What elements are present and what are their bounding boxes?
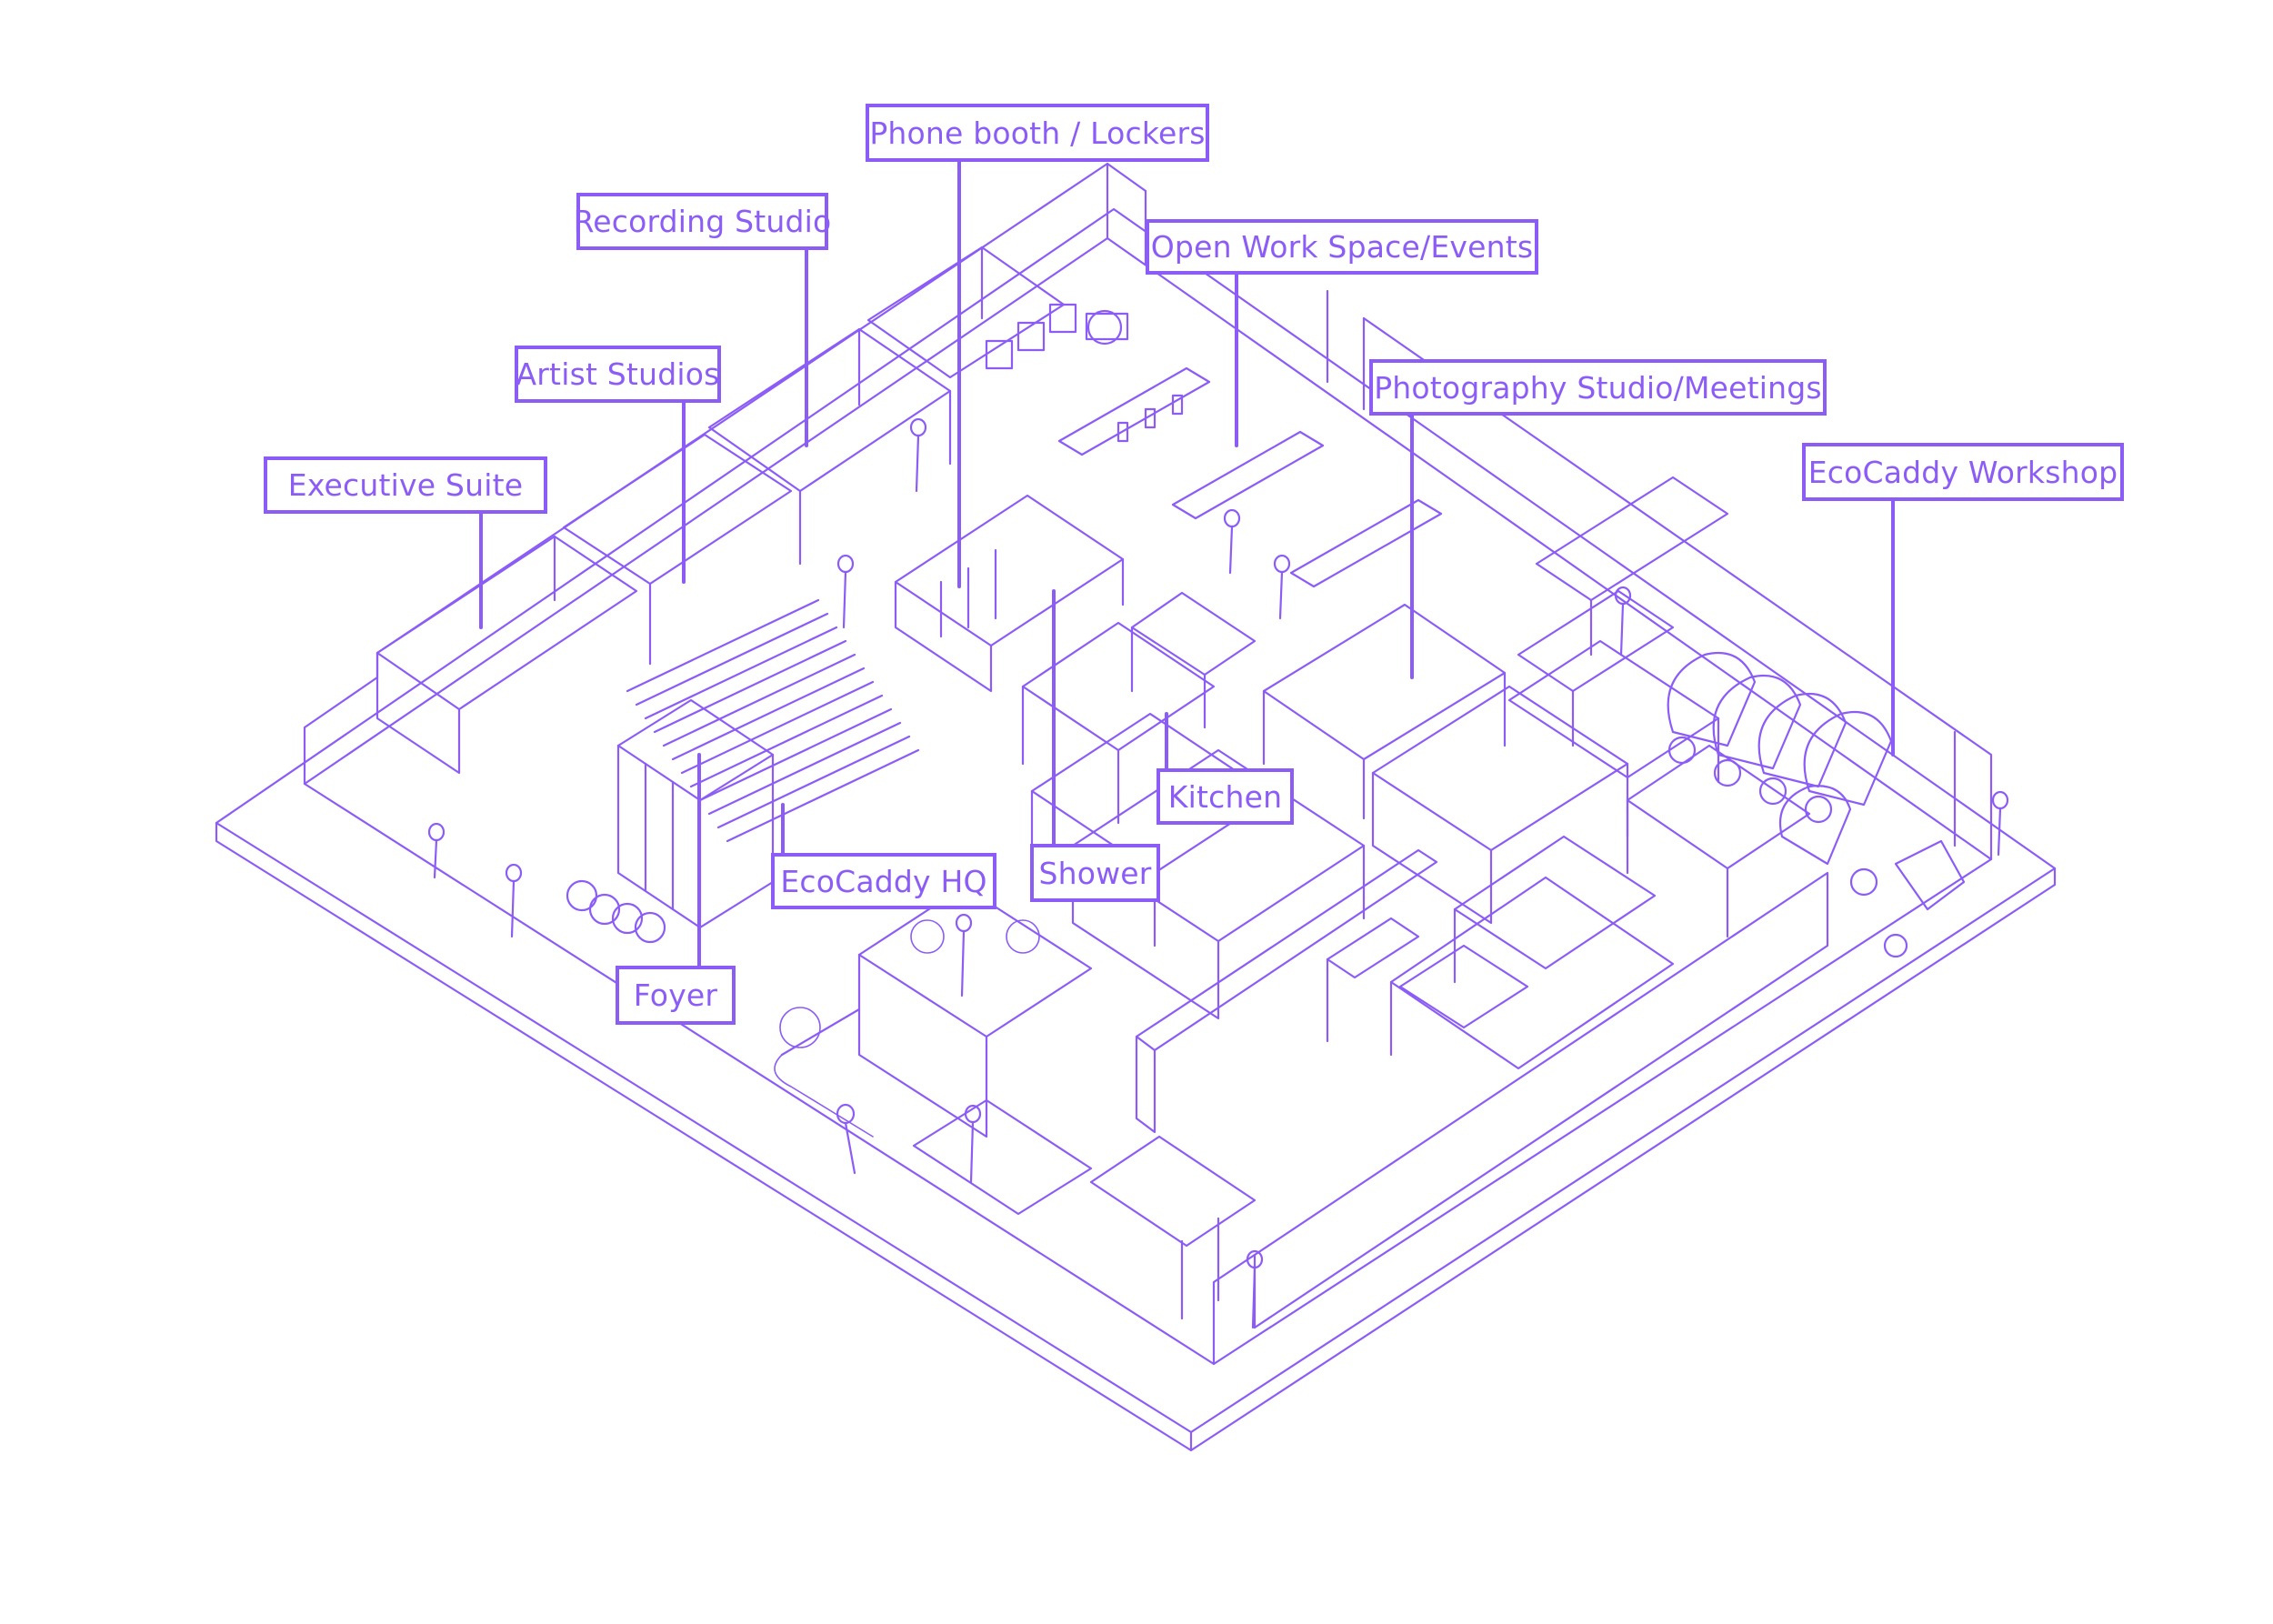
label-ecocaddy-hq: EcoCaddy HQ: [771, 853, 996, 909]
label-leaders: [479, 160, 1895, 967]
label-recording-studio: Recording Studio: [574, 193, 831, 250]
label-ecocaddy-workshop: EcoCaddy Workshop: [1802, 443, 2124, 501]
ecocaddy-vehicles: [566, 651, 1966, 958]
building-outline: [303, 162, 1993, 1366]
ecocaddy-hq-area: [774, 885, 1257, 1320]
base-slab: [215, 207, 2057, 1452]
label-phone-booth-lockers: Phone booth / Lockers: [866, 104, 1209, 162]
label-artist-studios: Artist Studios: [515, 346, 721, 403]
label-photography-studio-meetings: Photography Studio/Meetings: [1369, 359, 1827, 416]
label-executive-suite: Executive Suite: [264, 456, 547, 514]
right-wing-rooms: [1071, 476, 1811, 1134]
open-workspace-furniture: [985, 303, 1443, 588]
label-open-work-space-events: Open Work Space/Events: [1146, 219, 1538, 275]
label-shower: Shower: [1030, 844, 1160, 902]
label-foyer: Foyer: [616, 966, 736, 1025]
people-figures: [427, 417, 2009, 1329]
label-kitchen: Kitchen: [1157, 768, 1294, 825]
